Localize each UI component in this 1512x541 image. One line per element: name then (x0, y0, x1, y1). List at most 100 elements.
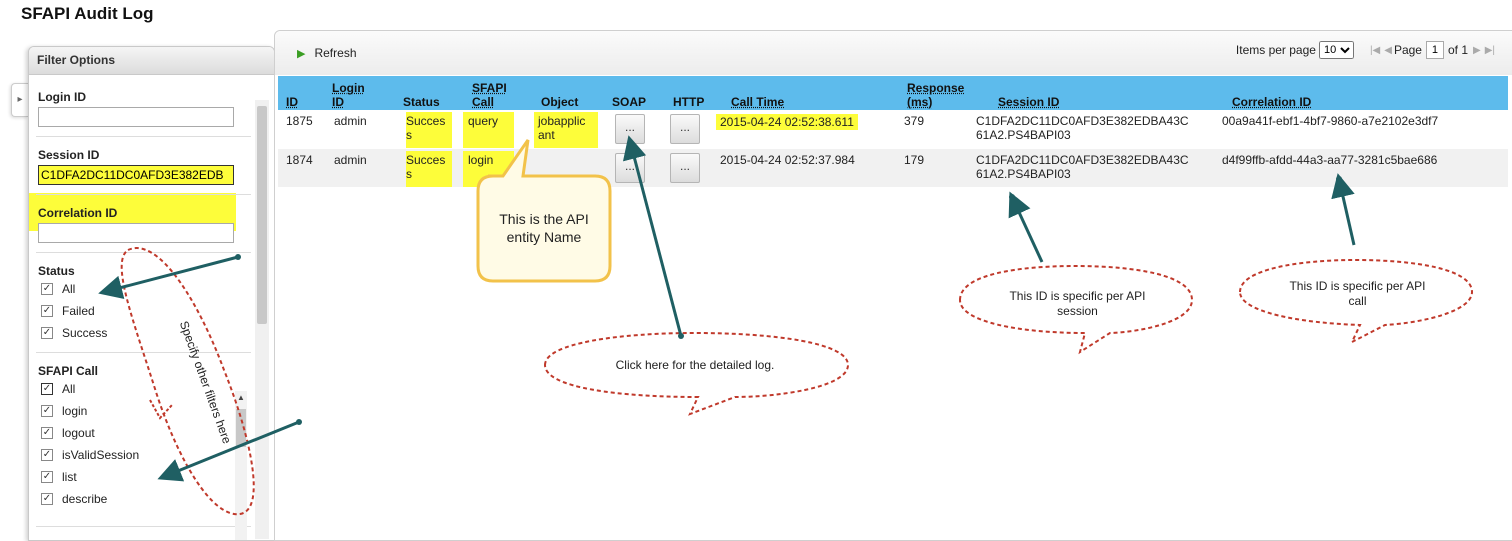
arrow-to-correlation-id (1331, 173, 1356, 246)
sfapi-call-group: SFAPI Call ✓All ✓login ✓logout ✓isValidS… (38, 364, 256, 510)
scroll-thumb[interactable] (257, 106, 267, 324)
column-header-correlation-id[interactable]: Correlation ID (1232, 95, 1312, 109)
table-row[interactable]: 1875 admin Succes s query jobapplic ant … (278, 110, 1508, 148)
column-header-response-line1[interactable]: Response (907, 81, 965, 95)
call-note-line2: call (1348, 294, 1367, 308)
session-line2: 61A2.PS4BAPI03 (976, 128, 1071, 142)
detailed-log-callout: Click here for the detailed log. (615, 358, 775, 372)
checkbox-label: describe (62, 492, 108, 506)
column-header-soap: SOAP (612, 95, 647, 109)
divider (36, 526, 251, 527)
arrow-origin-dot (678, 333, 684, 339)
session-note-callout-shape (958, 264, 1194, 355)
page-label: Page (1393, 43, 1422, 57)
first-page-icon[interactable]: |◀ (1369, 44, 1381, 56)
column-header-session-id[interactable]: Session ID (998, 95, 1060, 109)
arrow-origin-dot (1009, 194, 1015, 200)
column-header-sfapi-line2[interactable]: Call (472, 95, 495, 109)
sfapi-checkbox-login[interactable]: ✓login (38, 400, 256, 422)
sfapi-checkbox-describe[interactable]: ✓ describe (38, 488, 256, 510)
cell-session-id: C1DFA2DC11DC0AFD3E382EDBA43C 61A2.PS4BAP… (976, 114, 1189, 142)
correlation-id-label: Correlation ID (38, 206, 118, 220)
checkbox-checked-icon[interactable]: ✓ (41, 327, 53, 339)
column-header-status[interactable]: Status (403, 95, 440, 109)
arrow-to-sfapi-list (157, 420, 300, 482)
login-id-input[interactable] (38, 107, 234, 127)
collapse-panel-handle[interactable]: ▸ (11, 83, 28, 117)
arrow-origin-dot (1336, 176, 1342, 182)
cell-id: 1875 (286, 114, 313, 128)
scroll-thumb[interactable] (236, 409, 246, 447)
arrow-to-soap-button (622, 135, 683, 337)
object-line1: jobapplic (538, 114, 586, 128)
play-icon: ▶ (297, 47, 306, 60)
items-per-page-label: Items per page (1235, 43, 1316, 57)
session-id-group: Session ID (38, 148, 256, 185)
cell-status: Succes s (406, 112, 452, 148)
column-header-sfapi-line1[interactable]: SFAPI (472, 81, 507, 95)
checkbox-label: isValidSession (62, 448, 140, 462)
checkbox-checked-icon[interactable]: ✓ (41, 283, 53, 295)
page-title: SFAPI Audit Log (21, 4, 154, 23)
http-log-button[interactable]: ... (670, 114, 700, 144)
session-id-label: Session ID (38, 148, 100, 162)
checkbox-checked-icon[interactable]: ✓ (41, 471, 53, 483)
status-checkbox-failed[interactable]: ✓ Failed (38, 300, 256, 322)
next-page-icon[interactable]: ▶ (1473, 44, 1481, 56)
status-checkbox-success[interactable]: ✓Success (38, 322, 256, 344)
prev-page-icon[interactable]: ◀ (1384, 44, 1392, 56)
session-note-line2: session (1057, 304, 1098, 318)
cell-response: 379 (904, 114, 925, 128)
arrow-origin-dot (296, 419, 302, 425)
column-header-response-line2[interactable]: (ms) (907, 95, 933, 109)
http-log-button[interactable]: ... (670, 153, 700, 183)
checkbox-checked-icon[interactable]: ✓ (41, 427, 53, 439)
sfapi-checkbox-all[interactable]: ✓All (38, 378, 256, 400)
login-id-label: Login ID (38, 90, 86, 104)
object-line2: ant (538, 128, 555, 142)
sfapi-checkbox-logout[interactable]: ✓logout (38, 422, 256, 444)
checkbox-checked-icon[interactable]: ✓ (41, 305, 53, 317)
column-header-id[interactable]: ID (286, 95, 298, 109)
checkbox-checked-icon[interactable]: ✓ (41, 493, 53, 505)
arrow-to-session-id (1008, 191, 1044, 263)
checkbox-checked-icon[interactable]: ✓ (41, 383, 53, 395)
cell-call-time: 2015-04-24 02:52:37.984 (720, 153, 855, 167)
column-header-object[interactable]: Object (541, 95, 579, 109)
divider (36, 194, 251, 195)
login-id-group: Login ID (38, 90, 256, 127)
column-header-login-id-line2[interactable]: ID (332, 95, 344, 109)
session-line1: C1DFA2DC11DC0AFD3E382EDBA43C (976, 153, 1189, 167)
filter-body: Login ID Session ID Correlation ID Statu… (29, 75, 257, 540)
filter-panel-header: Filter Options (29, 47, 274, 75)
status-label: Status (38, 264, 75, 278)
scroll-up-icon[interactable]: ▲ (237, 393, 245, 402)
cell-correlation-id: 00a9a41f-ebf1-4bf7-9860-a7e2102e3df7 (1222, 114, 1439, 128)
cell-call-time: 2015-04-24 02:52:38.611 (716, 114, 858, 130)
refresh-button[interactable]: ▶ Refresh (297, 46, 357, 60)
session-note-callout: This ID is specific per API session (985, 289, 1170, 319)
items-per-page-select[interactable]: 10 (1318, 41, 1354, 59)
session-id-input[interactable] (38, 165, 234, 185)
cell-id: 1874 (286, 153, 313, 167)
api-entity-callout: This is the API entity Name (482, 210, 606, 246)
column-header-call-time[interactable]: Call Time (731, 95, 785, 109)
refresh-label: Refresh (314, 46, 357, 60)
column-header-login-id-line1[interactable]: Login (332, 81, 365, 95)
checkbox-label: All (62, 282, 76, 296)
correlation-id-input[interactable] (38, 223, 234, 243)
table-row[interactable]: 1874 admin Succes s login ... ... 2015-0… (278, 149, 1508, 187)
status-group: Status ✓ All ✓ Failed ✓Success (38, 264, 256, 344)
page-number-input[interactable] (1425, 41, 1444, 59)
call-note-callout: This ID is specific per API call (1265, 279, 1450, 309)
checkbox-checked-icon[interactable]: ✓ (41, 449, 53, 461)
filter-panel-scrollbar[interactable] (255, 100, 269, 539)
checkbox-checked-icon[interactable]: ✓ (41, 405, 53, 417)
filters-note-tail (149, 399, 173, 420)
last-page-icon[interactable]: ▶| (1484, 44, 1495, 56)
checkbox-label: Failed (62, 304, 95, 318)
status-checkbox-all[interactable]: ✓ All (38, 278, 256, 300)
sfapi-checkbox-list[interactable]: ✓list (38, 466, 256, 488)
sfapi-checkbox-isvalidsession[interactable]: ✓ isValidSession (38, 444, 256, 466)
